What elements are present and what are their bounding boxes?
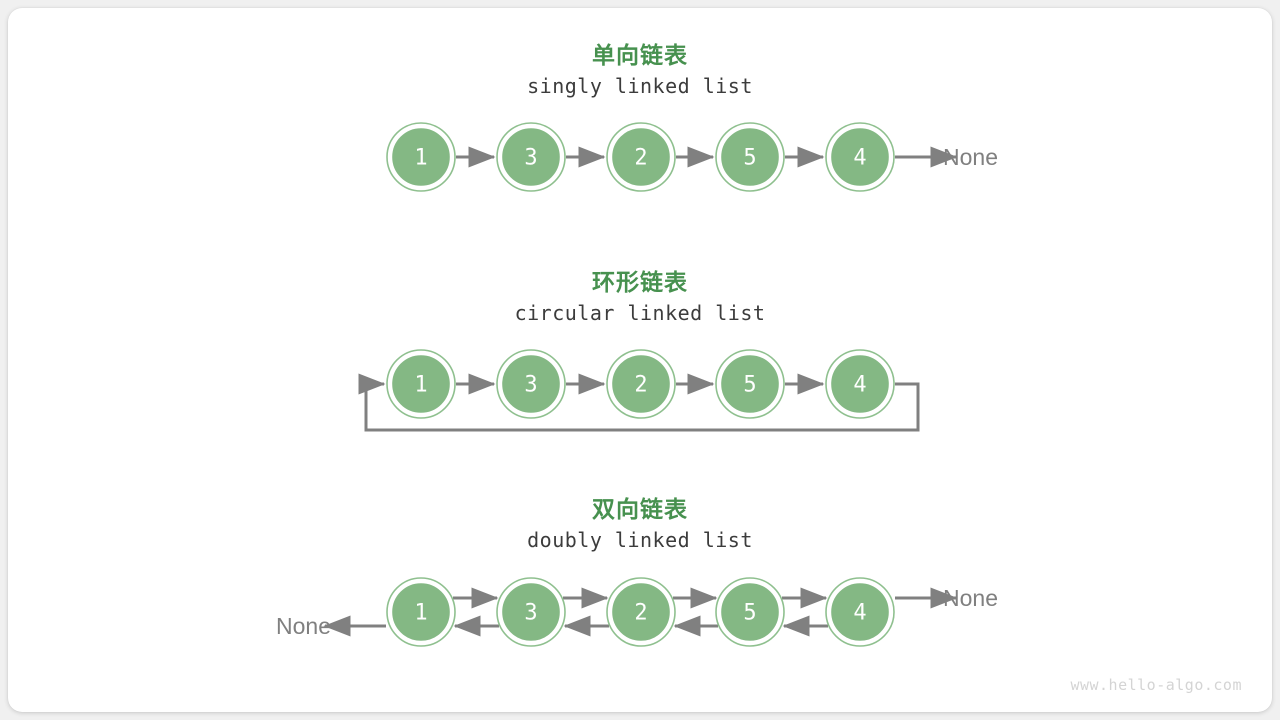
- node-value: 3: [524, 373, 537, 398]
- node-outer-ring: [386, 577, 456, 647]
- list-node: 2: [606, 122, 676, 192]
- list-node: 1: [386, 577, 456, 647]
- node-outer-ring: [715, 122, 785, 192]
- node-value: 5: [743, 373, 756, 398]
- node-circle: [499, 580, 563, 644]
- node-circle: [718, 352, 782, 416]
- tail-none-label: None: [943, 144, 998, 170]
- diagram-stage: 单向链表 singly linked list 环形链表 circular li…: [8, 8, 1272, 712]
- node-circle: [828, 580, 892, 644]
- doubly-list-subtitle: doubly linked list: [527, 528, 753, 552]
- node-value: 1: [414, 373, 427, 398]
- node-value: 3: [524, 146, 537, 171]
- node-value: 5: [743, 146, 756, 171]
- node-circle: [499, 125, 563, 189]
- tail-none-label: None: [943, 585, 998, 611]
- node-circle: [718, 580, 782, 644]
- list-node: 4: [825, 349, 895, 419]
- node-value: 5: [743, 601, 756, 626]
- list-node: 2: [606, 349, 676, 419]
- node-circle: [389, 352, 453, 416]
- node-value: 4: [853, 601, 866, 626]
- node-outer-ring: [496, 349, 566, 419]
- node-outer-ring: [825, 577, 895, 647]
- node-circle: [389, 125, 453, 189]
- node-outer-ring: [386, 122, 456, 192]
- node-outer-ring: [825, 122, 895, 192]
- node-outer-ring: [715, 349, 785, 419]
- circular-list-graph: 1 3 2 5 4: [358, 349, 920, 432]
- singly-list-title: 单向链表: [592, 42, 688, 68]
- head-none-label: None: [276, 613, 331, 639]
- list-node: 5: [715, 577, 785, 647]
- list-node: 1: [386, 349, 456, 419]
- node-outer-ring: [496, 577, 566, 647]
- node-outer-ring: [496, 122, 566, 192]
- circular-list-title: 环形链表: [592, 269, 688, 295]
- node-value: 2: [634, 373, 647, 398]
- list-node: 1: [386, 122, 456, 192]
- list-node: 4: [825, 577, 895, 647]
- node-circle: [609, 352, 673, 416]
- circular-list-subtitle: circular linked list: [514, 301, 766, 325]
- node-circle: [718, 125, 782, 189]
- node-outer-ring: [606, 122, 676, 192]
- node-outer-ring: [606, 577, 676, 647]
- node-value: 4: [853, 146, 866, 171]
- node-value: 2: [634, 601, 647, 626]
- list-node: 4: [825, 122, 895, 192]
- circular-loop-path: [364, 382, 920, 432]
- node-value: 2: [634, 146, 647, 171]
- node-circle: [609, 580, 673, 644]
- node-circle: [609, 125, 673, 189]
- node-circle: [389, 580, 453, 644]
- singly-list-subtitle: singly linked list: [527, 74, 753, 98]
- node-value: 3: [524, 601, 537, 626]
- node-outer-ring: [715, 577, 785, 647]
- list-node: 3: [496, 122, 566, 192]
- doubly-list-title: 双向链表: [592, 496, 688, 522]
- node-value: 1: [414, 601, 427, 626]
- node-circle: [499, 352, 563, 416]
- node-circle: [828, 125, 892, 189]
- node-value: 1: [414, 146, 427, 171]
- list-node: 2: [606, 577, 676, 647]
- list-node: 3: [496, 349, 566, 419]
- list-node: 5: [715, 349, 785, 419]
- node-outer-ring: [606, 349, 676, 419]
- list-node: 3: [496, 577, 566, 647]
- list-node: 5: [715, 122, 785, 192]
- diagram-card: 单向链表 singly linked list 环形链表 circular li…: [8, 8, 1272, 712]
- node-outer-ring: [386, 349, 456, 419]
- node-circle: [828, 352, 892, 416]
- node-value: 4: [853, 373, 866, 398]
- node-outer-ring: [825, 349, 895, 419]
- watermark: www.hello-algo.com: [1070, 676, 1242, 694]
- singly-list-graph: 1 3 2 5 4 None: [386, 122, 998, 192]
